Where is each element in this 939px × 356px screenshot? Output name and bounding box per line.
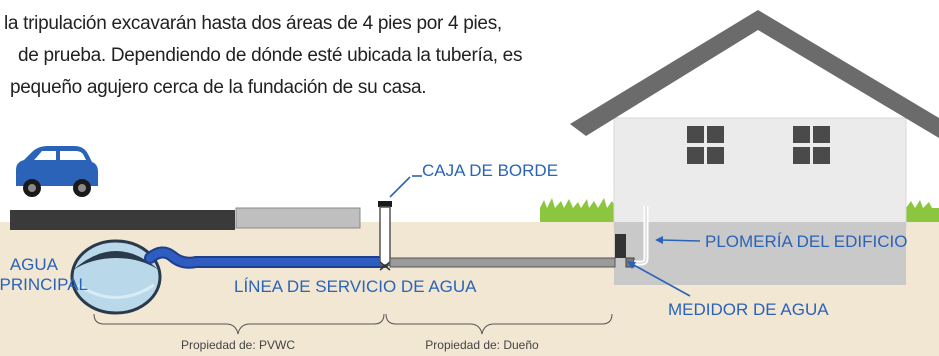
basement-wall (614, 222, 906, 285)
service-line-private (389, 257, 616, 268)
car-icon (16, 146, 98, 197)
sidewalk (235, 207, 361, 229)
house-wall (613, 117, 907, 229)
road (10, 210, 235, 230)
curb-box-label: CAJA DE BORDE (422, 161, 558, 180)
curb-box-cap (378, 201, 392, 207)
house-windows (687, 126, 830, 164)
building-plumbing-label: PLOMERÍA DEL EDIFICIO (705, 232, 907, 251)
intro-text: la tripulación excavarán hasta dos áreas… (4, 8, 624, 104)
water-main-pipe-icon (70, 239, 162, 315)
water-main-label-line2: PRINCIPAL (0, 275, 88, 294)
intro-line: pequeño agujero cerca de la fundación de… (10, 77, 427, 98)
property-braces (93, 313, 613, 335)
curb-box (379, 206, 391, 266)
intro-line: de prueba. Dependiendo de dónde esté ubi… (18, 45, 523, 66)
water-meter-icon (615, 234, 626, 258)
roof (570, 10, 939, 138)
leader-lines (389, 175, 701, 297)
service-line-public (146, 248, 388, 267)
curb-valve-icon (379, 261, 391, 271)
intro-line: la tripulación excavarán hasta dos áreas… (4, 13, 502, 34)
water-main-label-line1: AGUA (10, 255, 59, 274)
water-meter-label: MEDIDOR DE AGUA (668, 300, 829, 319)
service-line-label: LÍNEA DE SERVICIO DE AGUA (234, 277, 477, 296)
property-pvwc-label: Propiedad de: PVWC (181, 338, 295, 352)
house (570, 10, 939, 285)
property-owner-label: Propiedad de: Dueño (425, 338, 539, 352)
